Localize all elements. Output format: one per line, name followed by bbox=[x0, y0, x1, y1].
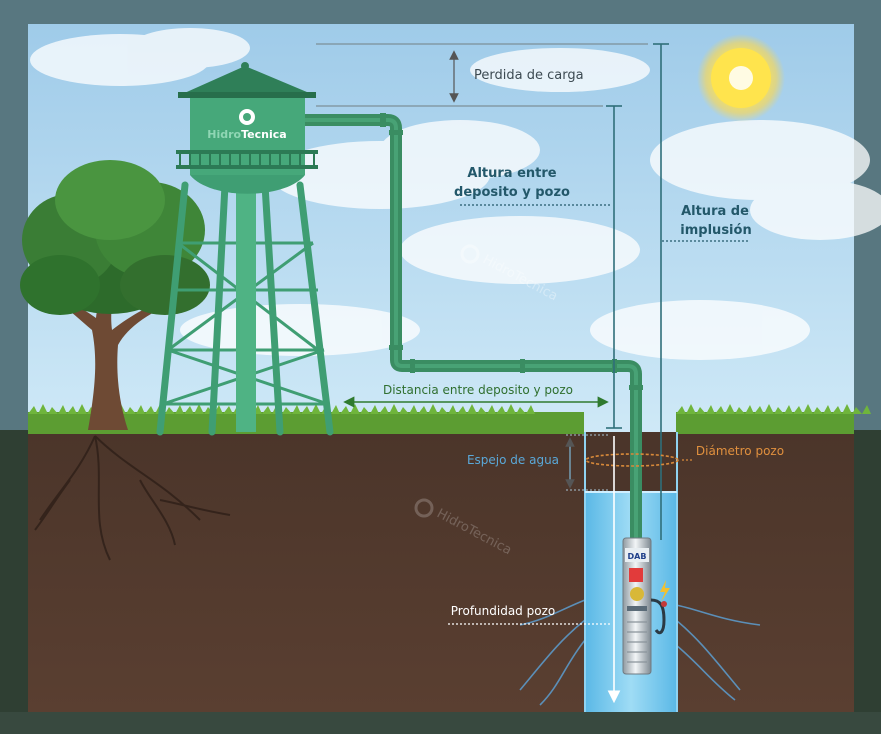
brand-logo-icon bbox=[239, 109, 255, 125]
roots bbox=[34, 435, 231, 561]
brand-name: HidroTecnica bbox=[207, 128, 286, 141]
electric-icon bbox=[660, 580, 670, 602]
label-perdida-carga: Perdida de carga bbox=[474, 68, 584, 83]
discharge-pipe bbox=[305, 113, 643, 540]
water-tower: HidroTecnica bbox=[156, 62, 334, 436]
label-altura-impulsion-1: Altura de bbox=[681, 204, 749, 219]
tree bbox=[20, 160, 210, 430]
submersible-pump: DAB bbox=[622, 537, 670, 675]
label-diametro-pozo: Diámetro pozo bbox=[696, 444, 784, 458]
labels: Perdida de carga Altura entre deposito y… bbox=[383, 68, 784, 625]
dimension-lines bbox=[316, 43, 692, 704]
label-altura-deposito-pozo-1: Altura entre bbox=[467, 166, 556, 181]
label-espejo-agua: Espejo de agua bbox=[467, 453, 559, 467]
soil bbox=[28, 432, 854, 712]
grass bbox=[28, 404, 871, 434]
label-altura-impulsion-2: implusión bbox=[680, 223, 751, 238]
water-roots bbox=[519, 599, 761, 706]
label-profundidad-pozo: Profundidad pozo bbox=[451, 604, 555, 618]
label-distancia: Distancia entre deposito y pozo bbox=[383, 383, 573, 397]
pump-brand-label: DAB bbox=[628, 552, 647, 561]
label-altura-deposito-pozo-2: deposito y pozo bbox=[454, 185, 570, 200]
